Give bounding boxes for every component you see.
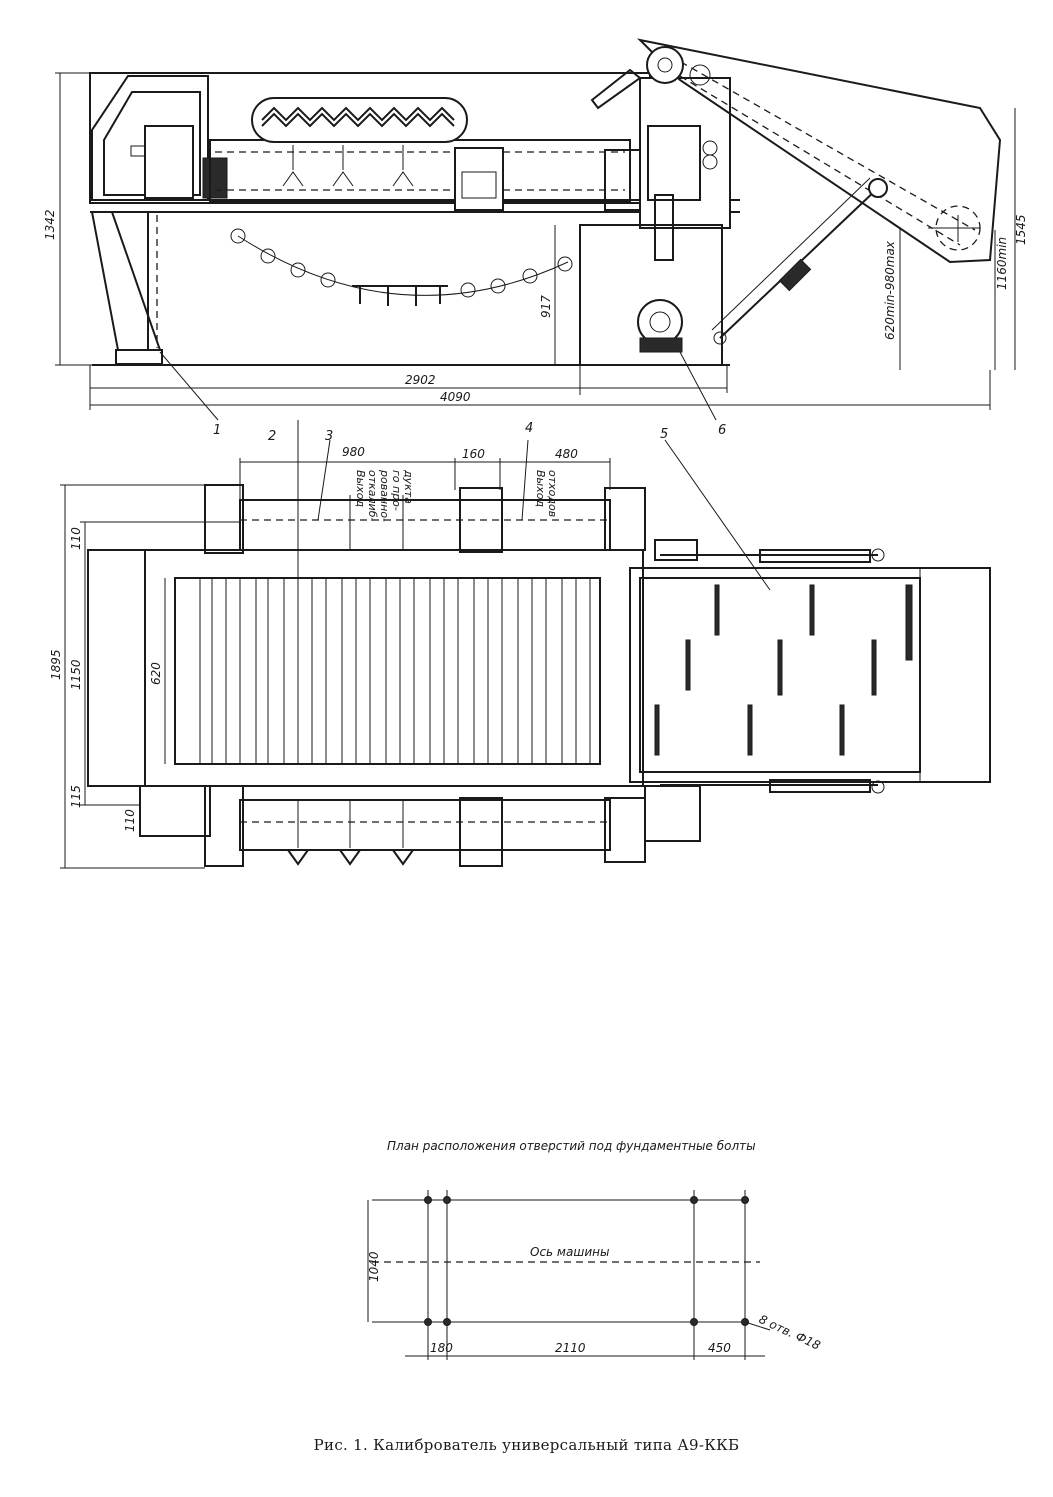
dim-1040: 1040 (367, 1251, 381, 1282)
callout-6: 6 (718, 423, 726, 438)
dim-480: 480 (555, 447, 578, 461)
plan-view: 980 160 480 1895 1150 110 620 115 110 Вы… (49, 445, 991, 869)
dim-height-min: 1160min (995, 237, 1009, 290)
dim-110b: 110 (123, 809, 137, 832)
dim-height-mid: 917 (539, 295, 553, 318)
side-view: 1342 917 620min-980max 1160min 1545 2902… (43, 38, 1028, 640)
dim-length-inner: 2902 (405, 373, 436, 387)
dim-height-total: 1342 (43, 209, 57, 240)
foundation-title: План расположения отверстий под фундамен… (387, 1139, 756, 1153)
dim-160: 160 (462, 447, 485, 461)
callout-4: 4 (525, 421, 533, 436)
holes-note: 8 отв. Ф18 (757, 1312, 823, 1353)
dim-620: 620 (149, 662, 163, 685)
foundation-plan: План расположения отверстий под фундамен… (367, 1139, 823, 1360)
note-outlet-waste-2: отходов (546, 470, 559, 517)
dim-1150: 1150 (69, 659, 83, 690)
note-outlet-calibrated-5: дукта (402, 469, 415, 504)
machine-axis-label: Ось машины (530, 1245, 609, 1259)
callout-1: 1 (213, 423, 221, 438)
dim-960: 980 (342, 445, 365, 459)
callout-3: 3 (325, 429, 333, 444)
note-outlet-waste-1: Выход (534, 470, 547, 507)
roller-slats (199, 578, 591, 764)
dim-range: 620min-980max (883, 240, 897, 340)
dim-110: 110 (69, 527, 83, 550)
callout-2: 2 (268, 429, 276, 444)
dim-180: 180 (430, 1341, 453, 1355)
dim-450: 450 (708, 1341, 731, 1355)
dim-2110: 2110 (555, 1341, 586, 1355)
note-outlet-calibrated-4: го про- (390, 470, 403, 511)
dim-115: 115 (69, 785, 83, 808)
dim-height-right: 1545 (1014, 214, 1028, 245)
dim-length-total: 4090 (440, 390, 471, 404)
figure-caption: Рис. 1. Калиброватель универсальный типа… (313, 1436, 740, 1454)
callout-5: 5 (660, 427, 668, 442)
note-outlet-calibrated-1: Выход (354, 470, 367, 507)
note-outlet-calibrated-3: рованно- (378, 469, 391, 522)
note-outlet-calibrated-2: откалиб- (366, 470, 379, 521)
dim-1895: 1895 (49, 649, 63, 680)
